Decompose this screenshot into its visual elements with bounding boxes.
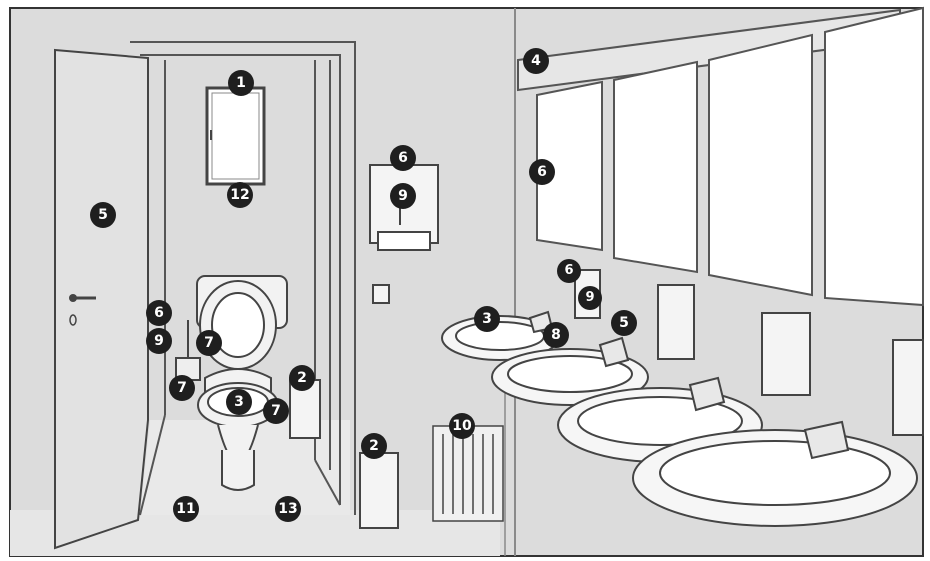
stall-door	[55, 50, 148, 548]
marker-10: 10	[449, 413, 475, 439]
marker-7-seat: 7	[196, 330, 222, 356]
marker-4: 4	[523, 48, 549, 74]
marker-6-stall: 6	[146, 300, 172, 326]
floor-waste-bin	[360, 453, 398, 528]
marker-7-toilet: 7	[263, 398, 289, 424]
marker-3-sink: 3	[474, 306, 500, 332]
marker-2-floor-bin: 2	[361, 433, 387, 459]
marker-6-wall: 6	[390, 145, 416, 171]
marker-5-door: 5	[90, 202, 116, 228]
marker-3-toilet: 3	[226, 389, 252, 415]
marker-1: 1	[228, 70, 254, 96]
marker-7-brush: 7	[169, 375, 195, 401]
marker-6-mirror: 6	[529, 159, 555, 185]
marker-11: 11	[173, 496, 199, 522]
marker-5-faucet: 5	[611, 310, 637, 336]
marker-9-small: 9	[578, 286, 602, 310]
marker-9-stall: 9	[146, 328, 172, 354]
marker-9-wall: 9	[390, 183, 416, 209]
light-switch	[373, 285, 389, 303]
marker-8: 8	[543, 322, 569, 348]
marker-13: 13	[275, 496, 301, 522]
marker-2-stall-bin: 2	[289, 365, 315, 391]
stall-mirror	[207, 88, 264, 184]
marker-12: 12	[227, 182, 253, 208]
radiator	[433, 426, 503, 521]
marker-6-small: 6	[557, 259, 581, 283]
